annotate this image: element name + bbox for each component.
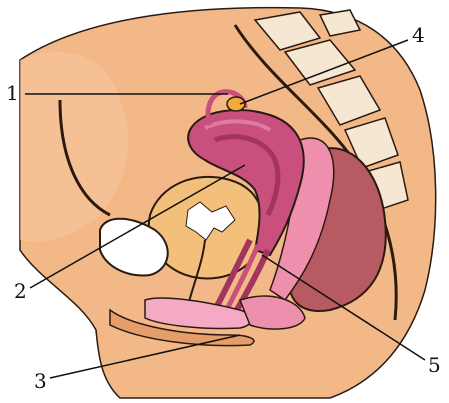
label-2: 2 (14, 279, 27, 303)
label-3: 3 (34, 369, 47, 393)
ovary (227, 97, 245, 111)
label-4: 4 (412, 23, 425, 47)
label-5: 5 (428, 353, 441, 377)
label-1: 1 (6, 81, 19, 105)
